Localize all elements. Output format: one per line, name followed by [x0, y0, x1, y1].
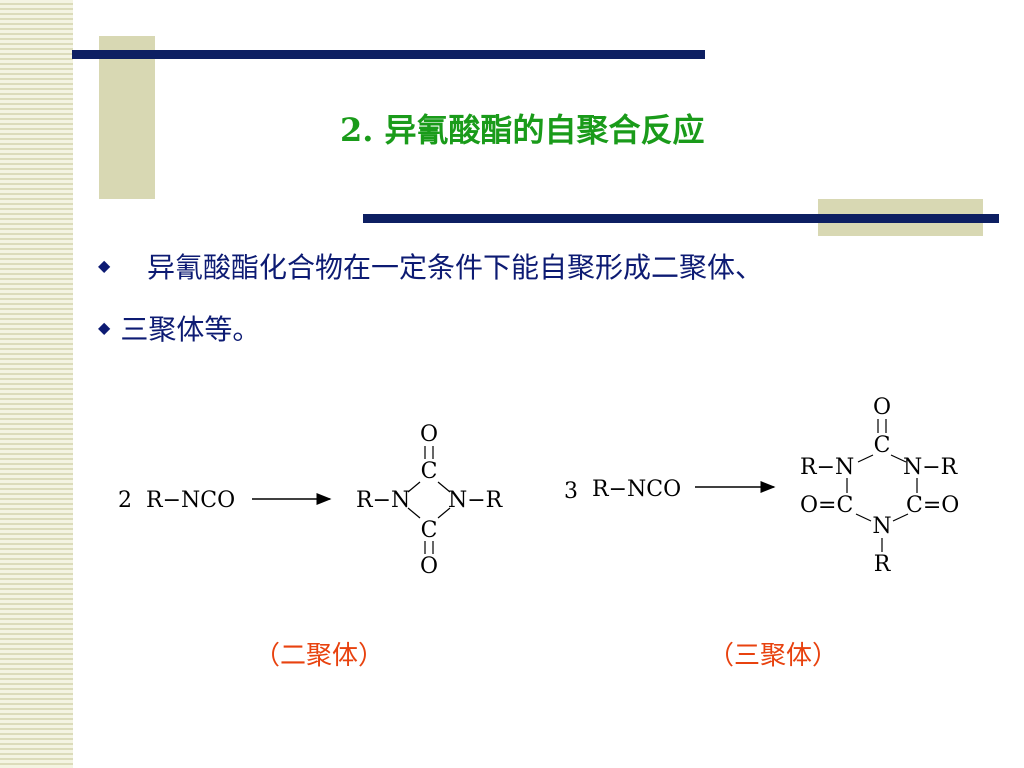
trimer-ring-bond-2	[890, 454, 907, 463]
dimer-c-bottom: C	[421, 518, 438, 543]
dimer-ring-bond-4	[437, 507, 451, 519]
dimer-ring-bond-1	[407, 481, 421, 493]
bullet-text-2: 三聚体等。	[120, 313, 261, 346]
dimer-coefficient: 2	[118, 488, 132, 513]
trimer-caption: （三聚体）	[708, 641, 839, 671]
trimer-ring-bond-1	[857, 454, 874, 463]
trimer-n-right: N−R	[903, 455, 959, 480]
trimer-c-right: C=O	[906, 493, 959, 518]
dimer-o-top: O	[420, 422, 438, 447]
decorative-block-top	[99, 36, 155, 199]
dimer-n-left: R−N	[356, 488, 410, 513]
trimer-ring-bond-5	[855, 513, 872, 522]
trimer-r-bottom: R	[874, 552, 892, 577]
dimer-reactant: R−NCO	[146, 488, 235, 513]
dimer-c-top: C	[421, 459, 438, 484]
trimer-ring-bond-6	[892, 513, 909, 522]
trimer-reactant: R−NCO	[592, 477, 681, 502]
diamond-bullet-icon: ◆	[98, 317, 111, 337]
diamond-bullet-icon: ◆	[98, 255, 111, 275]
trimer-c-left: O=C	[800, 493, 853, 518]
trimer-o-top: O	[873, 395, 891, 420]
bullet-item-2: ◆ 三聚体等。	[98, 310, 260, 352]
trimer-c-top: C	[874, 433, 891, 458]
title-rule-top	[72, 50, 705, 59]
bullet-text-1: 异氰酸酯化合物在一定条件下能自聚形成二聚体、	[120, 251, 764, 284]
trimer-coefficient: 3	[564, 479, 578, 504]
dimer-ring-bond-3	[407, 507, 421, 519]
trimer-n-bottom: N	[872, 514, 891, 539]
dimer-n-right: N−R	[448, 488, 504, 513]
slide-title: 2. 异氰酸酯的自聚合反应	[340, 111, 705, 149]
dimer-caption: （二聚体）	[254, 641, 385, 671]
decorative-stripe-bar	[0, 0, 73, 768]
bullet-item-1: ◆ 异氰酸酯化合物在一定条件下能自聚形成二聚体、	[98, 248, 763, 290]
dimer-ring-bond-2	[437, 481, 451, 493]
trimer-n-left: R−N	[800, 455, 854, 480]
dimer-o-bottom: O	[420, 554, 438, 579]
title-rule-bottom	[363, 214, 999, 223]
